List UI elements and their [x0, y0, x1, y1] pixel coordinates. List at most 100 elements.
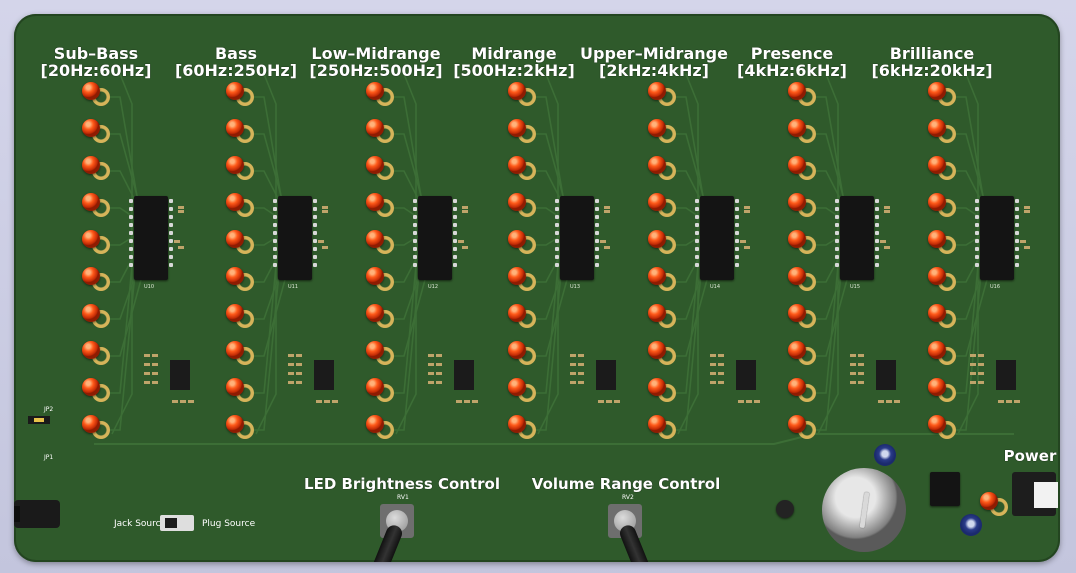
smd-resistor — [1020, 240, 1026, 243]
filter-opamp — [596, 360, 616, 390]
driver-ic-1 — [134, 196, 168, 280]
led-indicator — [82, 304, 110, 330]
ic-pins — [975, 199, 979, 271]
smd-component — [614, 400, 620, 403]
led-indicator — [226, 341, 254, 367]
led-indicator — [82, 415, 110, 441]
smd-component — [288, 381, 294, 384]
smd-component — [296, 354, 302, 357]
led-indicator — [928, 193, 956, 219]
smd-component — [296, 372, 302, 375]
led-indicator — [928, 378, 956, 404]
smd-resistor — [322, 210, 328, 213]
ic-ref: U11 — [288, 284, 299, 290]
led-indicator — [366, 119, 394, 145]
band-name: Upper–Midrange — [580, 44, 728, 63]
smd-component — [978, 354, 984, 357]
band-title-1: Sub–Bass[20Hz:60Hz] — [41, 45, 152, 79]
ic-ref: U13 — [570, 284, 581, 290]
source-switch[interactable] — [160, 515, 194, 531]
led-indicator — [788, 230, 816, 256]
ic-pins — [313, 199, 317, 271]
band-range: [6kHz:20kHz] — [871, 61, 993, 80]
led-indicator — [366, 304, 394, 330]
ic-pins — [695, 199, 699, 271]
led-indicator — [508, 415, 536, 441]
audio-jack[interactable] — [14, 500, 60, 528]
smd-component — [436, 372, 442, 375]
led-indicator — [648, 230, 676, 256]
led-indicator — [508, 156, 536, 182]
driver-ic-5 — [700, 196, 734, 280]
band-range: [500Hz:2kHz] — [453, 61, 575, 80]
trace — [816, 133, 848, 211]
smd-component — [436, 354, 442, 357]
smd-component — [436, 363, 442, 366]
led-indicator — [788, 304, 816, 330]
trace — [816, 257, 854, 357]
power-led — [980, 492, 1008, 518]
smd-resistor — [884, 246, 890, 249]
smd-component — [858, 372, 864, 375]
led-indicator — [648, 341, 676, 367]
led-indicator — [928, 82, 956, 108]
capacitor-electrolytic — [960, 514, 982, 536]
trace — [676, 257, 714, 357]
smd-component — [570, 381, 576, 384]
led-indicator — [648, 82, 676, 108]
smd-component — [858, 354, 864, 357]
jumper-jp2[interactable] — [28, 416, 50, 424]
led-indicator — [508, 193, 536, 219]
smd-component — [970, 381, 976, 384]
led-indicator — [366, 267, 394, 293]
driver-ic-3 — [418, 196, 452, 280]
smd-resistor — [462, 206, 468, 209]
ic-pins — [555, 199, 559, 271]
smd-component — [606, 400, 612, 403]
main-volume-knob[interactable] — [820, 468, 906, 552]
rv1-ref: RV1 — [397, 494, 409, 501]
smd-component — [894, 400, 900, 403]
smd-component — [970, 372, 976, 375]
band-name: Sub–Bass — [53, 44, 139, 63]
ic-pins — [273, 199, 277, 271]
smd-resistor — [744, 210, 750, 213]
smd-component — [570, 363, 576, 366]
led-indicator — [82, 230, 110, 256]
band-title-4: Midrange[500Hz:2kHz] — [453, 45, 575, 79]
smd-component — [296, 363, 302, 366]
filter-opamp — [314, 360, 334, 390]
plug-source-label: Plug Source — [202, 519, 256, 529]
led-indicator — [508, 304, 536, 330]
smd-component — [152, 372, 158, 375]
led-indicator — [366, 230, 394, 256]
smd-component — [850, 381, 856, 384]
trace — [956, 257, 994, 357]
smd-component — [998, 400, 1004, 403]
power-jack[interactable] — [1012, 472, 1058, 516]
jack-source-label: Jack Source — [114, 519, 167, 529]
smd-component — [288, 354, 294, 357]
smd-component — [858, 363, 864, 366]
led-indicator — [648, 156, 676, 182]
ic-pins — [413, 199, 417, 271]
band-name: Midrange — [471, 44, 557, 63]
led-indicator — [788, 378, 816, 404]
smd-component — [850, 354, 856, 357]
smd-component — [436, 381, 442, 384]
smd-component — [144, 363, 150, 366]
transistor — [776, 500, 794, 518]
smd-component — [152, 354, 158, 357]
smd-component — [144, 354, 150, 357]
led-indicator — [788, 82, 816, 108]
smd-component — [188, 400, 194, 403]
smd-resistor — [744, 206, 750, 209]
smd-component — [710, 381, 716, 384]
led-indicator — [366, 341, 394, 367]
filter-opamp — [170, 360, 190, 390]
led-indicator — [648, 378, 676, 404]
led-indicator — [648, 304, 676, 330]
led-indicator — [82, 267, 110, 293]
led-indicator — [82, 119, 110, 145]
ic-ref: U16 — [990, 284, 1001, 290]
